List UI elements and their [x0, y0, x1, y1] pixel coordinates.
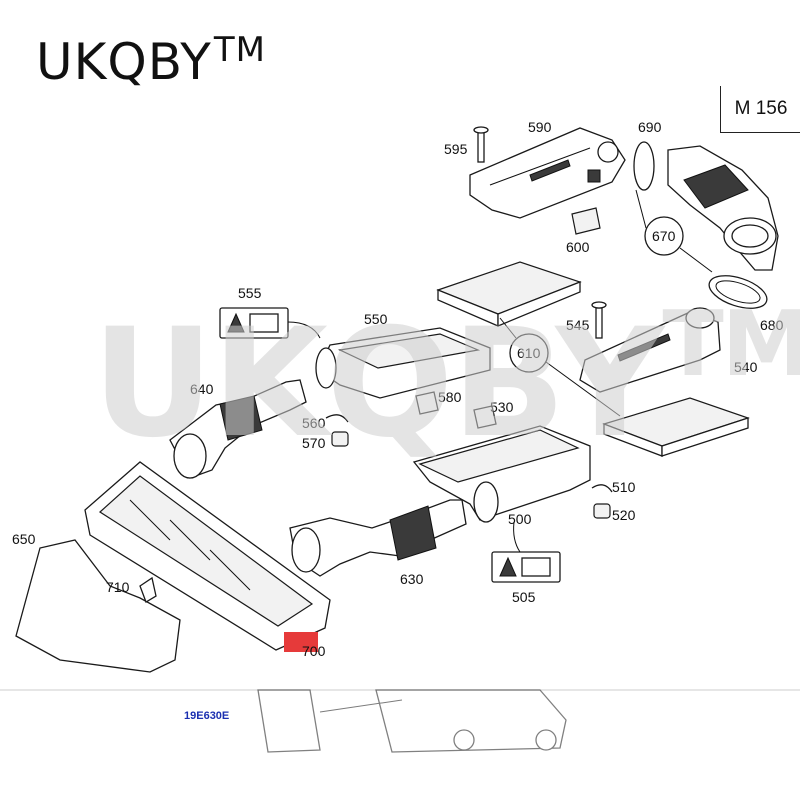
- brand-logo: UKQBYTM: [36, 30, 266, 91]
- part-545-bolt: [591, 301, 607, 339]
- label-500: 500: [508, 511, 532, 527]
- label-550: 550: [364, 311, 388, 327]
- part-670-intake-duct: [667, 145, 779, 271]
- part-520-grommet: [593, 503, 611, 519]
- model-label-box: M 156: [720, 86, 800, 133]
- part-650-panel: [15, 539, 181, 673]
- part-550-airbox: [315, 327, 491, 399]
- label-650: 650: [12, 531, 36, 547]
- part-505-label: [491, 551, 561, 583]
- label-530: 530: [490, 399, 514, 415]
- part-710-clip: [139, 576, 157, 603]
- label-680: 680: [760, 317, 784, 333]
- part-580-bracket: [415, 391, 439, 415]
- part-700-highlight: [284, 632, 318, 652]
- part-700-tray: [84, 461, 331, 651]
- part-610-filter-lower: [602, 397, 750, 457]
- label-600: 600: [566, 239, 590, 255]
- label-505: 505: [512, 589, 536, 605]
- label-610: 610: [517, 345, 541, 361]
- model-label: M 156: [734, 98, 788, 119]
- part-510-clip: [591, 484, 613, 493]
- label-510: 510: [612, 479, 636, 495]
- label-570: 570: [302, 435, 326, 451]
- part-530-bracket: [473, 405, 497, 429]
- label-700: 700: [302, 643, 326, 659]
- reference-illustration: [257, 689, 567, 753]
- label-545: 545: [566, 317, 590, 333]
- part-595-bolt: [473, 126, 489, 163]
- brand-tm: TM: [213, 30, 266, 70]
- part-540-engine-cover: [579, 307, 721, 393]
- label-690: 690: [638, 119, 662, 135]
- part-590-engine-cover: [469, 127, 626, 219]
- label-595: 595: [444, 141, 468, 157]
- label-640: 640: [190, 381, 214, 397]
- part-560-clip: [325, 414, 349, 423]
- leader-505: [513, 521, 521, 553]
- label-560: 560: [302, 415, 326, 431]
- part-570-grommet: [331, 431, 349, 447]
- label-710: 710: [106, 579, 130, 595]
- label-630: 630: [400, 571, 424, 587]
- label-555: 555: [238, 285, 262, 301]
- part-690-clamp: [633, 141, 655, 191]
- label-590: 590: [528, 119, 552, 135]
- brand-name: UKQBY: [36, 33, 212, 91]
- part-640-hose: [169, 379, 307, 479]
- label-580: 580: [438, 389, 462, 405]
- reference-code: 19E630E: [184, 710, 229, 722]
- part-680-ring: [708, 275, 768, 309]
- part-630-hose: [289, 499, 467, 577]
- part-610-filter-upper: [436, 261, 582, 327]
- callout-610-circle: [509, 333, 549, 373]
- callout-670-circle: [644, 216, 684, 256]
- label-540: 540: [734, 359, 758, 375]
- leader-555: [287, 321, 321, 339]
- label-670: 670: [652, 228, 676, 244]
- part-555-label: [219, 307, 289, 339]
- label-520: 520: [612, 507, 636, 523]
- part-600-clip: [571, 207, 601, 235]
- part-500-airbox: [412, 425, 591, 523]
